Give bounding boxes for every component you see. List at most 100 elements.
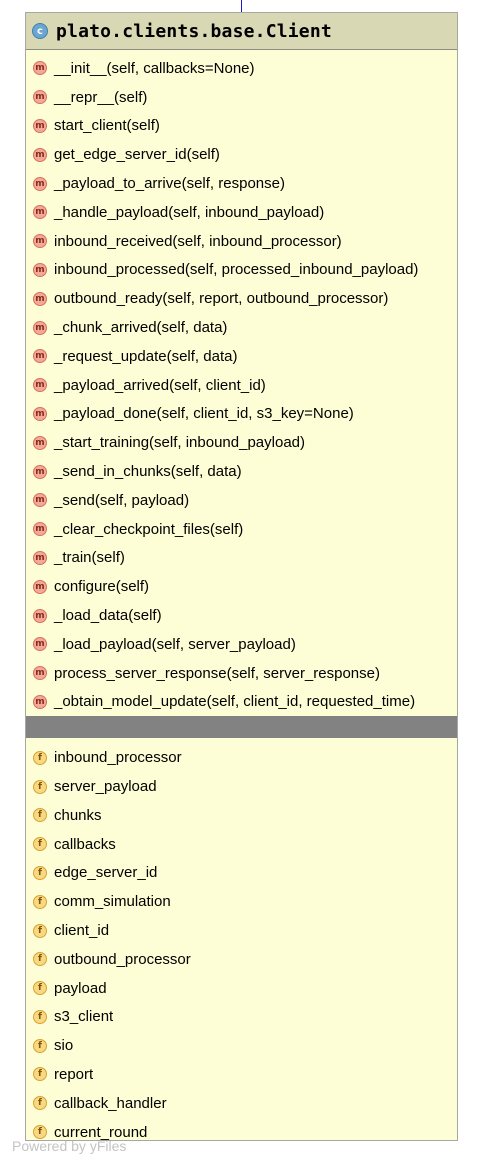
field-icon: f: [33, 1009, 47, 1024]
method-item[interactable]: m _start_training(self, inbound_payload): [26, 428, 457, 457]
field-icon: f: [33, 1038, 47, 1053]
method-icon: m: [33, 90, 47, 105]
method-icon: m: [33, 550, 47, 565]
field-item[interactable]: f edge_server_id: [26, 859, 457, 888]
method-icon: m: [33, 320, 47, 335]
method-item[interactable]: m_request_update(self, data): [26, 342, 457, 371]
methods-section: m__init__(self, callbacks=None)m__repr__…: [26, 50, 457, 716]
method-item[interactable]: m_payload_done(self, client_id, s3_key=N…: [26, 400, 457, 429]
method-icon: m: [33, 522, 47, 537]
field-item-label: payload: [54, 979, 107, 997]
method-item-label: _load_data(self): [54, 607, 162, 625]
field-item[interactable]: f payload: [26, 974, 457, 1003]
field-icon: f: [33, 808, 47, 823]
method-item[interactable]: m_payload_to_arrive(self, response): [26, 169, 457, 198]
method-item-label: _load_payload(self, server_payload): [54, 635, 296, 653]
connector-line: [241, 0, 242, 12]
method-item-label: _chunk_arrived(self, data): [54, 319, 228, 337]
method-item[interactable]: m_payload_arrived(self, client_id): [26, 371, 457, 400]
method-item[interactable]: m_handle_payload(self, inbound_payload): [26, 198, 457, 227]
field-item[interactable]: f callbacks: [26, 830, 457, 859]
field-item[interactable]: f s3_client: [26, 1003, 457, 1032]
method-item-label: _send_in_chunks(self, data): [54, 463, 242, 481]
field-icon: f: [33, 894, 47, 909]
method-item-label: inbound_processed(self, processed_inboun…: [54, 261, 419, 279]
field-icon: f: [33, 865, 47, 880]
method-item[interactable]: m process_server_response(self, server_re…: [26, 659, 457, 688]
field-item-label: outbound_processor: [54, 950, 191, 968]
method-item[interactable]: m_load_data(self): [26, 601, 457, 630]
method-item[interactable]: m _clear_checkpoint_files(self): [26, 515, 457, 544]
field-item-label: s3_client: [54, 1008, 114, 1026]
method-item[interactable]: m _send_in_chunks(self, data): [26, 457, 457, 486]
field-item-label: sio: [54, 1037, 74, 1055]
method-item[interactable]: m _train(self): [26, 544, 457, 573]
field-icon: f: [33, 1067, 47, 1082]
field-item-label: callback_handler: [54, 1094, 167, 1112]
field-icon: f: [33, 1125, 47, 1140]
field-item[interactable]: f inbound_processor: [26, 743, 457, 772]
method-item-label: _obtain_model_update(self, client_id, re…: [54, 693, 416, 711]
field-icon: f: [33, 750, 47, 765]
method-icon: m: [33, 406, 47, 421]
method-icon: m: [33, 694, 47, 709]
method-item[interactable]: m _send(self, payload): [26, 486, 457, 515]
method-icon: m: [33, 61, 47, 76]
method-icon: m: [33, 666, 47, 681]
method-item[interactable]: m _chunk_arrived(self, data): [26, 313, 457, 342]
method-icon: m: [33, 378, 47, 393]
method-item[interactable]: m inbound_processed(self, processed_inbou…: [26, 256, 457, 285]
method-icon: m: [33, 435, 47, 450]
field-item-label: comm_simulation: [54, 893, 171, 911]
field-item-label: chunks: [54, 806, 102, 824]
method-icon: m: [33, 464, 47, 479]
field-item[interactable]: f comm_simulation: [26, 887, 457, 916]
class-box[interactable]: c plato.clients.base.Client m__init__(se…: [25, 12, 458, 1141]
method-icon: m: [33, 637, 47, 652]
method-item-label: inbound_received(self, inbound_processor…: [54, 232, 342, 250]
method-icon: m: [33, 234, 47, 249]
method-item-label: _send(self, payload): [54, 491, 190, 509]
method-item-label: _train(self): [54, 549, 125, 567]
method-icon: m: [33, 579, 47, 594]
field-item-label: inbound_processor: [54, 749, 182, 767]
field-item-label: current_round: [54, 1123, 148, 1141]
field-item-label: callbacks: [54, 835, 116, 853]
method-item[interactable]: m__init__(self, callbacks=None): [26, 54, 457, 83]
method-icon: m: [33, 118, 47, 133]
method-item-label: process_server_response(self, server_res…: [54, 664, 380, 682]
method-item[interactable]: m _load_payload(self, server_payload): [26, 630, 457, 659]
field-icon: f: [33, 779, 47, 794]
method-item-label: _clear_checkpoint_files(self): [54, 520, 244, 538]
method-icon: m: [33, 205, 47, 220]
method-item-label: start_client(self): [54, 117, 160, 135]
field-item[interactable]: f outbound_processor: [26, 945, 457, 974]
field-icon: f: [33, 981, 47, 996]
method-icon: m: [33, 349, 47, 364]
method-icon: m: [33, 262, 47, 277]
method-item[interactable]: m inbound_received(self, inbound_processo…: [26, 227, 457, 256]
class-name: plato.clients.base.Client: [56, 20, 332, 42]
method-item[interactable]: m__repr__(self): [26, 83, 457, 112]
field-icon: f: [33, 952, 47, 967]
field-icon: f: [33, 923, 47, 938]
method-icon: m: [33, 291, 47, 306]
method-icon: m: [33, 493, 47, 508]
field-icon: f: [33, 837, 47, 852]
method-item[interactable]: m _obtain_model_update(self, client_id, r…: [26, 688, 457, 717]
method-item[interactable]: m start_client(self): [26, 112, 457, 141]
powered-by-label: Powered by yFiles: [12, 1138, 127, 1154]
field-item-label: edge_server_id: [54, 864, 158, 882]
field-item[interactable]: f current_round: [26, 1118, 457, 1147]
method-item-label: _start_training(self, inbound_payload): [54, 434, 305, 452]
